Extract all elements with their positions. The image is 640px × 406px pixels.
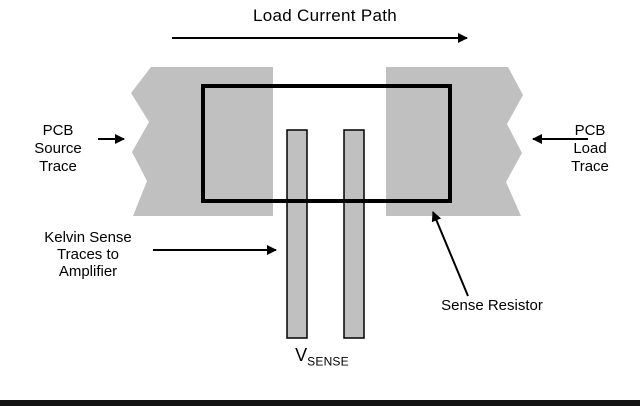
sense-resistor-label: Sense Resistor — [441, 297, 543, 314]
vsense-subscript: SENSE — [307, 354, 349, 369]
vsense-base: V — [295, 345, 308, 365]
kelvin-sense-trace-right — [343, 129, 365, 339]
bottom-border — [0, 400, 640, 406]
label-line: Trace — [39, 158, 77, 175]
label-line: Kelvin Sense — [44, 229, 132, 246]
label-line: Amplifier — [58, 263, 118, 280]
pcb-source-trace-label: PCB Source Trace — [8, 122, 108, 176]
sense-resistor-shape — [201, 84, 452, 203]
vsense-label: VSENSE — [262, 345, 382, 369]
pcb-load-trace-label: PCB Load Trace — [546, 122, 634, 176]
label-line: PCB — [42, 122, 74, 139]
label-line: Traces to — [57, 246, 119, 263]
kelvin-sense-trace-left — [286, 129, 308, 339]
pcb-load-trace-shape — [386, 67, 523, 216]
sense-resistor-arrow-icon — [431, 211, 469, 297]
kelvin-sense-traces-label: Kelvin Sense Traces to Amplifier — [18, 229, 158, 280]
diagram-title: Load Current Path — [252, 6, 398, 25]
label-line: PCB — [574, 122, 606, 139]
label-line: Trace — [571, 158, 609, 175]
label-line: Load — [573, 140, 607, 157]
label-line: Source — [34, 140, 82, 157]
